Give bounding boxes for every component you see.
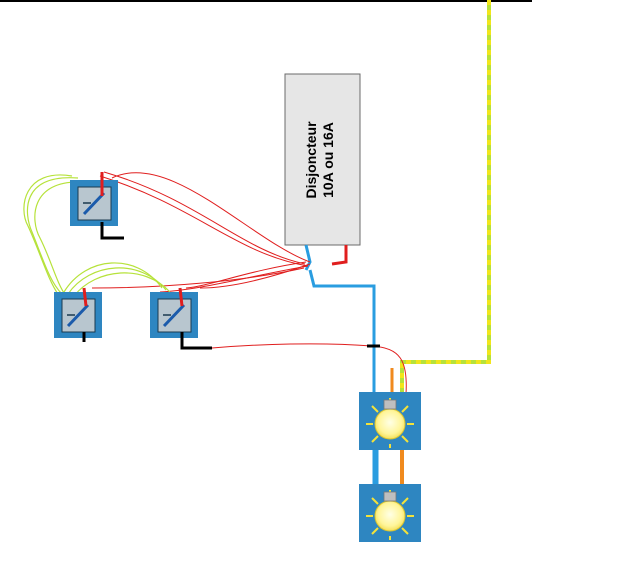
switch-bottom-left[interactable] [54,287,102,342]
lamp-bottom-socket [383,491,397,502]
lamp-top-socket [383,399,397,410]
switch-bottom-right-lever [162,303,186,328]
switch-bottom-right-phase-terminal [178,287,184,307]
switch-bottom-left-lever [66,303,90,328]
switch-top-lever [82,191,106,216]
breaker: Disjoncteur 10A ou 16A [284,73,361,246]
lamp-bottom-bulb [374,500,406,532]
switch-bottom-right-return-wire [180,332,212,350]
lamp-return-wire [211,343,407,395]
earth-wire [400,0,491,394]
neutral-wire [308,269,376,484]
breaker-phase-terminal [331,245,348,266]
breaker-label-line1: Disjoncteur [303,121,319,199]
switch-bottom-left-phase-terminal [82,287,88,307]
lamp-bottom-rays [366,490,414,540]
traveller-wires [23,174,171,297]
lamp-top-bulb [374,408,406,440]
lamp-top[interactable] [359,392,421,450]
lamp-top-rays [366,398,414,448]
phase-wires [91,171,311,293]
lamp-bottom[interactable] [359,484,421,542]
breaker-box [284,73,361,246]
switch-bottom-right[interactable] [150,287,212,350]
switch-top[interactable] [70,172,124,240]
breaker-label-line2: 10A ou 16A [320,122,336,198]
switch-top-return-wire [100,222,124,240]
